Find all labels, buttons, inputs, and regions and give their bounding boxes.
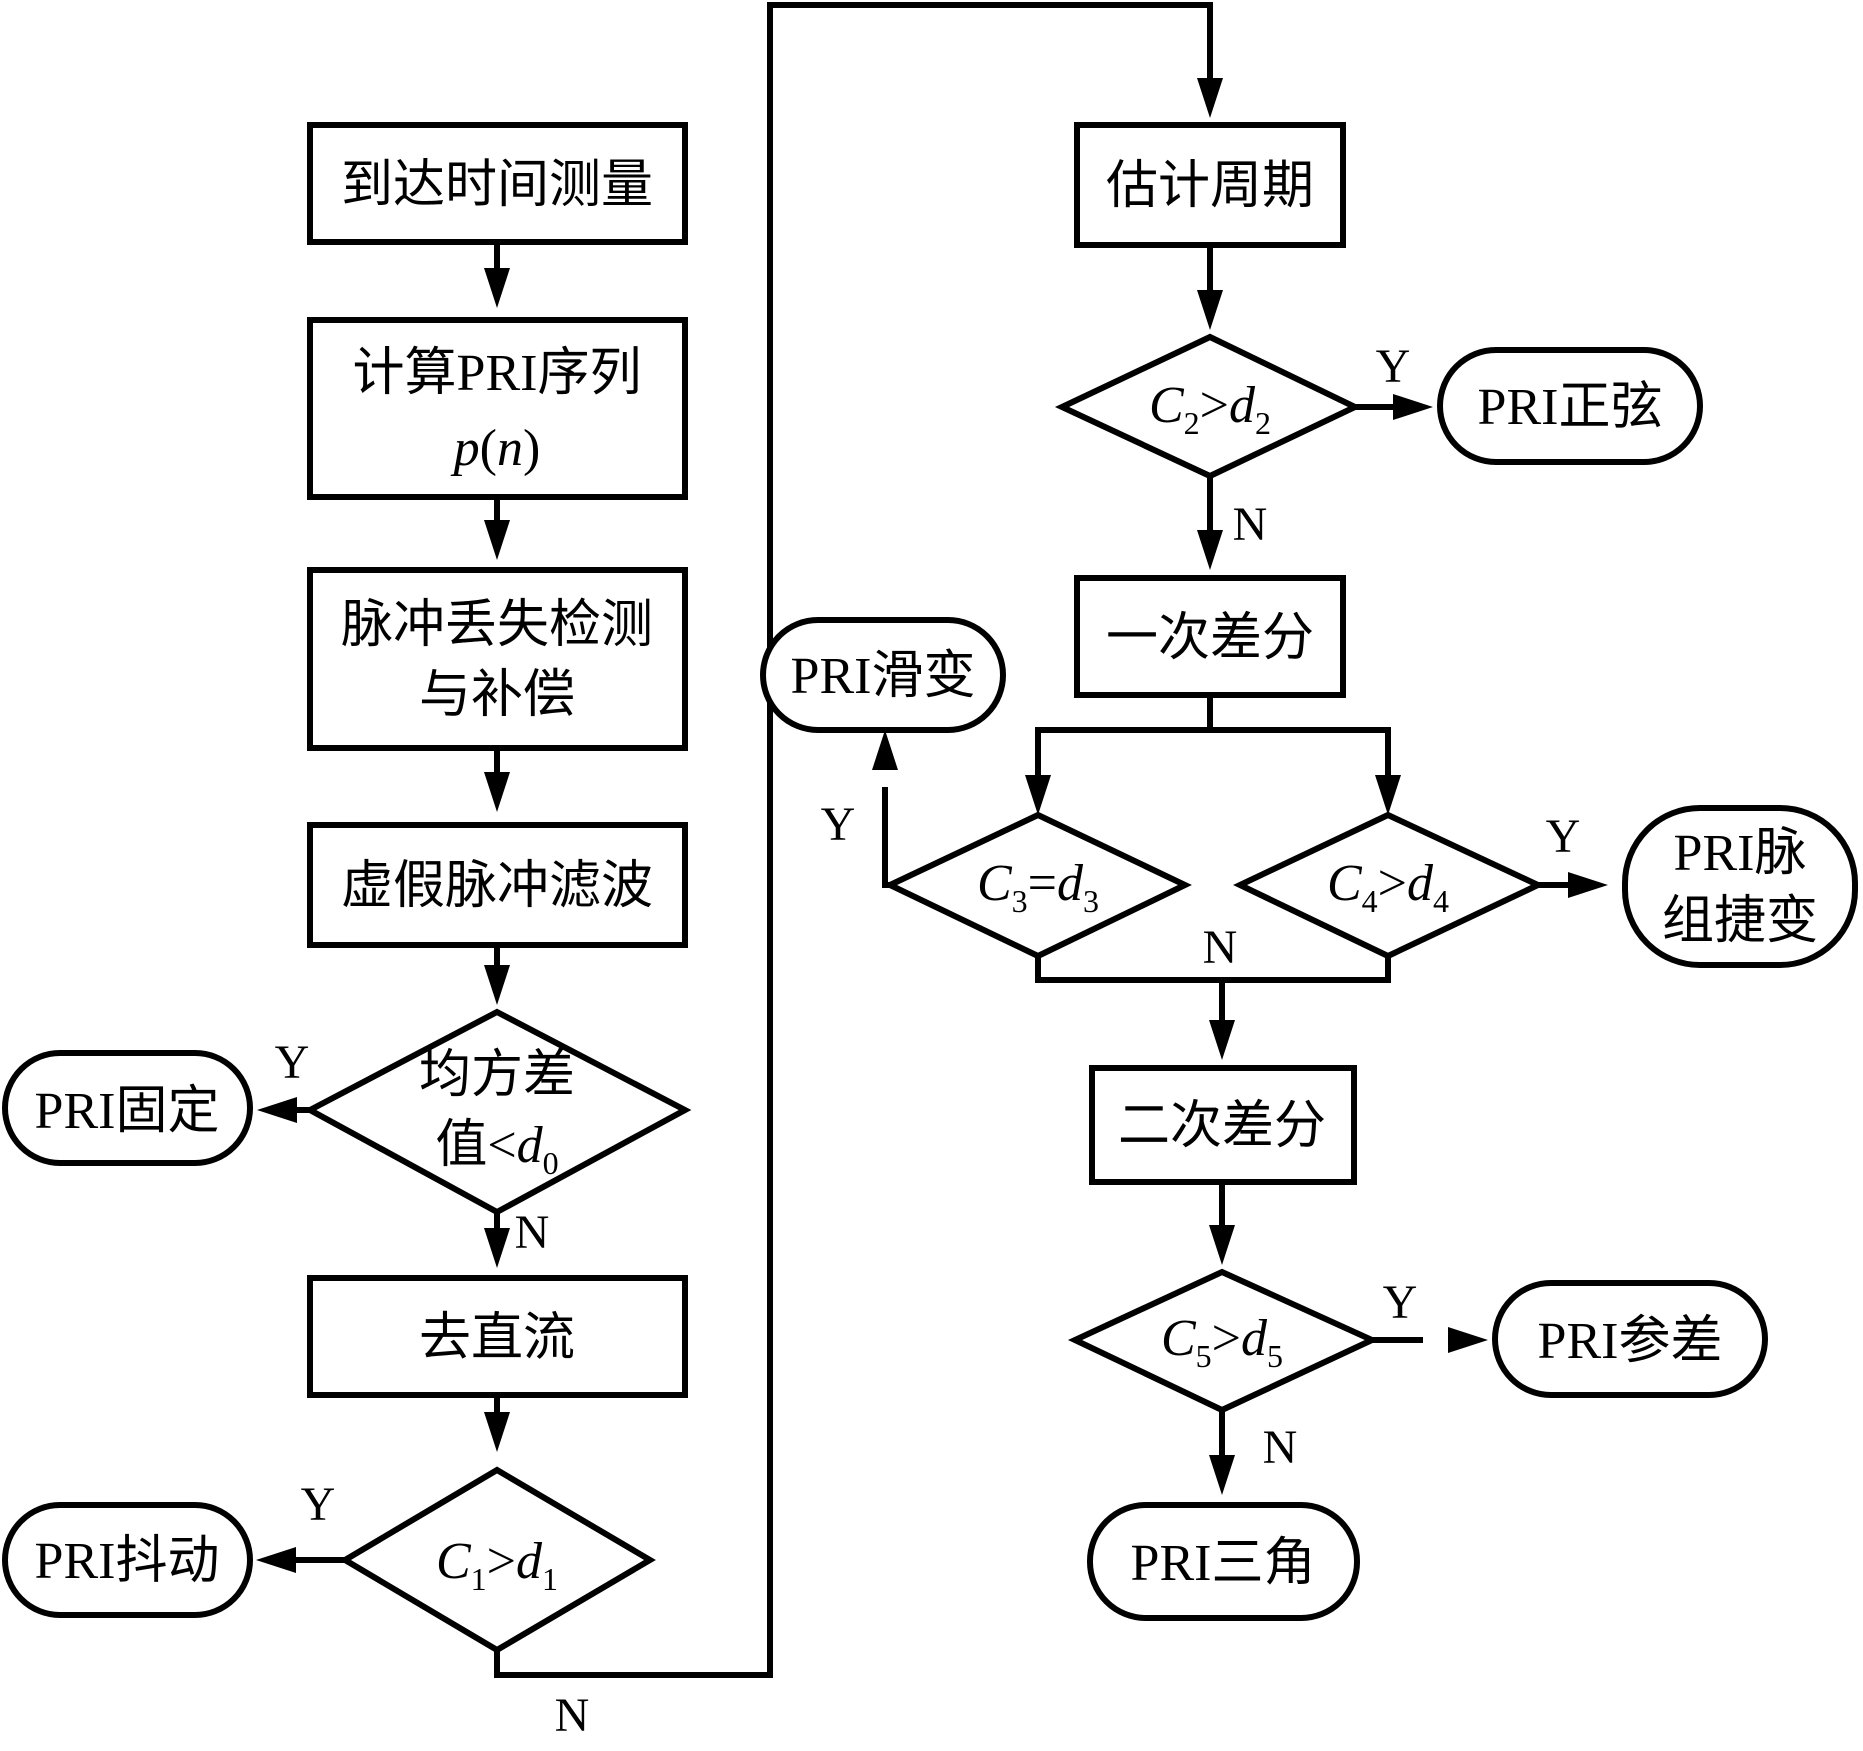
result-pri-group-agility: PRI脉 组捷变 (1622, 805, 1858, 968)
connectors (285, 2, 1568, 1678)
c2-label: C2>d2 (1149, 377, 1271, 441)
label-yes-c2: Y (1376, 340, 1411, 393)
label-yes-c3: Y (821, 798, 856, 851)
c3-label: C3=d3 (977, 855, 1099, 919)
result-pri-sine: PRI正弦 (1437, 347, 1703, 465)
result-pri-slide-label: PRI滑变 (791, 648, 976, 705)
result-pri-stagger: PRI参差 (1492, 1280, 1768, 1398)
result-pri-fixed-label: PRI固定 (35, 1083, 220, 1140)
process-box-toa-label: 到达时间测量 (341, 157, 653, 214)
false-pulse-filter-label: 虚假脉冲滤波 (341, 858, 653, 915)
decision-variance: 均方差 值<d0 (303, 1008, 692, 1216)
pulse-loss-label-line1: 脉冲丢失检测 (341, 597, 653, 654)
label-yes-c4: Y (1546, 810, 1581, 863)
decision-c4: C4>d4 (1233, 811, 1546, 960)
result-pri-sine-label: PRI正弦 (1478, 379, 1663, 436)
decision-c5: C5>d5 (1067, 1268, 1380, 1414)
branch-labels: Y N Y N Y N Y Y N Y N (275, 340, 1581, 1742)
process-box-false-pulse-filter: 虚假脉冲滤波 (307, 822, 688, 948)
result-pri-triangle: PRI三角 (1087, 1502, 1360, 1621)
process-box-second-difference: 二次差分 (1089, 1065, 1357, 1185)
estimate-period-label: 估计周期 (1106, 158, 1314, 215)
c1-label: C1>d1 (436, 1533, 558, 1597)
variance-label-line2: 值<d0 (435, 1117, 558, 1181)
arrowheads (256, 78, 1608, 1573)
label-no-c3-c4: N (1203, 921, 1238, 974)
decision-c3: C3=d3 (883, 811, 1192, 960)
result-pri-stagger-label: PRI参差 (1538, 1313, 1723, 1370)
variance-label-line1: 均方差 (419, 1047, 575, 1104)
remove-dc-label: 去直流 (419, 1310, 575, 1367)
result-pri-triangle-label: PRI三角 (1131, 1535, 1316, 1592)
process-box-first-difference: 一次差分 (1074, 575, 1346, 698)
label-no-c5: N (1263, 1421, 1298, 1474)
label-yes-c5: Y (1383, 1276, 1418, 1329)
label-no-variance: N (515, 1206, 550, 1259)
process-box-remove-dc: 去直流 (307, 1275, 688, 1398)
label-no-c1: N (555, 1689, 590, 1742)
result-pri-jitter: PRI抖动 (2, 1502, 253, 1618)
group-agility-label-line2: 组捷变 (1662, 893, 1818, 950)
process-box-pri-sequence: 计算PRI序列 p(n) (307, 317, 688, 500)
label-yes-c1: Y (301, 1478, 336, 1531)
process-box-pri-sequence-label: 计算PRI序列 (353, 345, 642, 402)
pulse-loss-label-line2: 与补偿 (419, 667, 575, 724)
decision-c1: C1>d1 (339, 1466, 656, 1654)
second-difference-label: 二次差分 (1118, 1098, 1326, 1155)
decision-c2: C2>d2 (1054, 333, 1362, 480)
process-box-pulse-loss: 脉冲丢失检测 与补偿 (307, 567, 688, 751)
label-no-c2: N (1233, 498, 1268, 551)
result-pri-jitter-label: PRI抖动 (35, 1533, 220, 1590)
label-yes-variance: Y (275, 1036, 310, 1089)
c5-label: C5>d5 (1161, 1310, 1283, 1374)
result-pri-fixed: PRI固定 (2, 1050, 253, 1166)
group-agility-label-line1: PRI脉 (1674, 825, 1807, 882)
pn-label: p(n) (450, 420, 541, 477)
c4-label: C4>d4 (1327, 855, 1449, 919)
first-difference-label: 一次差分 (1106, 610, 1314, 667)
process-box-estimate-period: 估计周期 (1074, 122, 1346, 248)
process-box-toa: 到达时间测量 (307, 122, 688, 245)
result-pri-slide: PRI滑变 (760, 617, 1006, 733)
